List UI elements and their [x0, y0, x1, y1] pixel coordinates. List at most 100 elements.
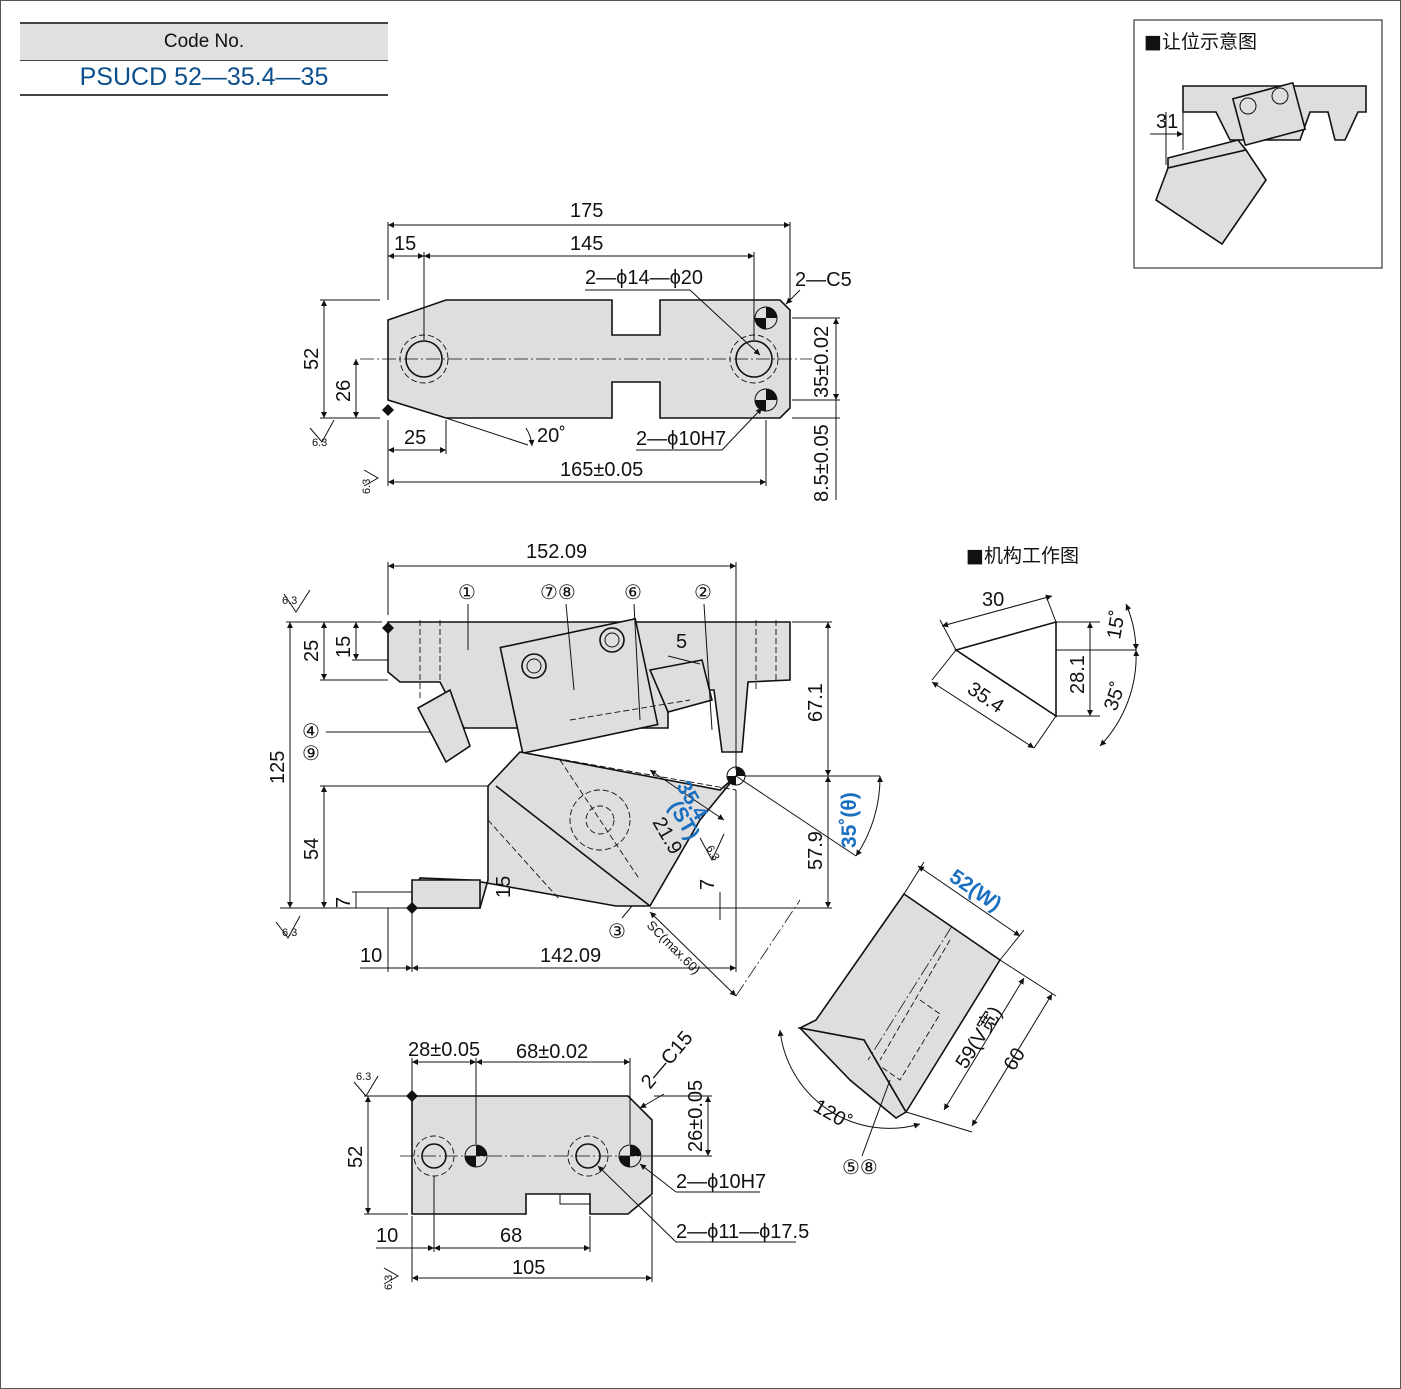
- rough-symbol-g: [383, 1267, 400, 1285]
- inset-title: ■让位示意图: [1144, 31, 1257, 53]
- bottom-hole-a: [421, 1143, 447, 1169]
- pin-mark-top: [755, 307, 777, 329]
- part-9: ⑨: [302, 743, 320, 765]
- top-holes1: 2—ϕ14—ϕ20: [585, 267, 703, 289]
- datum-mark-bottom: [406, 1090, 418, 1102]
- cam-hole-outer: [569, 789, 631, 851]
- pin-mark-bottom: [755, 389, 777, 411]
- angle-line-front: [735, 775, 857, 857]
- front-d14209: 142.09: [540, 945, 601, 967]
- angle-arc-front: [855, 775, 884, 857]
- bottom-view: 28±0.05 68±0.02 2—C15 26±0.05 52 2—ϕ10H7…: [345, 1027, 809, 1290]
- holder-hole-a-inner: [526, 658, 542, 674]
- dim-5: [667, 655, 701, 665]
- side-arc-120: [777, 1029, 921, 1129]
- rough-symbol-b: [363, 469, 380, 487]
- top-hole-right: [735, 340, 773, 378]
- dim-st: [649, 769, 725, 821]
- front-rough-e: 6.3: [282, 927, 297, 939]
- bottom-d52: 52: [345, 1146, 367, 1168]
- bottom-d26: 26±0.05: [685, 1080, 707, 1152]
- front-d671: 67.1: [805, 683, 827, 722]
- bottom-hole-b: [575, 1143, 601, 1169]
- top-d85: 8.5±0.05: [811, 424, 833, 502]
- top-d35: 35±0.02: [811, 326, 833, 398]
- top-angle: 20˚: [537, 425, 566, 447]
- holder-hole-b: [599, 627, 625, 653]
- mechanism-title: ■机构工作图: [966, 545, 1079, 567]
- bottom-d10: 10: [376, 1225, 398, 1247]
- side-d60: 60: [1000, 1044, 1030, 1075]
- mech-dim-30: [941, 594, 1053, 628]
- sc-centerline: [735, 899, 801, 997]
- inset-hole-b: [1271, 87, 1289, 105]
- cam-edge: [495, 785, 651, 907]
- bottom-plate: [411, 1095, 653, 1215]
- top-d15: 15: [394, 233, 416, 255]
- mech-d281: 28.1: [1067, 655, 1089, 694]
- leader-c: [785, 289, 801, 305]
- side-dim-w: [917, 865, 1021, 937]
- top-rough-b: 6.3: [361, 479, 373, 494]
- bottom-d68: 68: [500, 1225, 522, 1247]
- leader-bg: [597, 1165, 677, 1243]
- top-hole-left: [405, 340, 443, 378]
- rough-symbol-f: [353, 1075, 379, 1097]
- code-number-box: Code No. PSUCD 52—35.4—35: [20, 20, 388, 96]
- holder-hole-b-inner: [604, 632, 620, 648]
- clearance-inset: ■让位示意图 31: [1133, 19, 1383, 269]
- datum-mark-front-b: [406, 902, 418, 914]
- bottom-d105: 105: [512, 1257, 545, 1279]
- inset-dim: 31: [1156, 111, 1178, 133]
- front-d25: 25: [301, 640, 323, 662]
- mech-ext-b: [1045, 595, 1057, 623]
- bottom-rough-a: 6.3: [356, 1071, 371, 1083]
- top-d25: 25: [404, 427, 426, 449]
- cam-hidden-b: [569, 699, 691, 721]
- bottom-rough-b: 6.3: [383, 1275, 395, 1290]
- code-header: Code No.: [20, 22, 388, 61]
- bottom-d28: 28±0.05: [408, 1039, 480, 1061]
- front-base-left: [411, 879, 481, 909]
- part-5-slide: [648, 659, 713, 713]
- side-ext-d: [905, 1111, 973, 1133]
- mech-ext-d: [1033, 715, 1057, 749]
- inset-cam: [1155, 149, 1267, 246]
- bottom-cbore-b: [567, 1135, 609, 1177]
- leader-b: [689, 289, 761, 356]
- front-d125: 125: [267, 751, 289, 784]
- front-d54: 54: [301, 838, 323, 860]
- leader-be: [639, 1163, 677, 1193]
- side-ext-c: [999, 959, 1057, 997]
- rough-symbol-c: [699, 833, 725, 862]
- front-d5: 5: [676, 631, 687, 653]
- mech-d30: 30: [982, 589, 1004, 611]
- side-centerline: [867, 925, 953, 1061]
- datum-mark-front-a: [382, 622, 394, 634]
- dim-sc: [649, 911, 737, 997]
- leader-p78: [565, 603, 575, 691]
- top-d175: 175: [570, 200, 603, 222]
- front-d579: 57.9: [805, 831, 827, 870]
- leader-p6: [633, 603, 641, 721]
- rough-symbol-d: [283, 589, 311, 613]
- side-parts: ⑤⑧: [842, 1157, 878, 1179]
- front-d10: 10: [360, 945, 382, 967]
- side-dim-v: [943, 977, 1025, 1111]
- front-d7b: 7: [697, 879, 719, 890]
- part-4-9: [416, 688, 471, 764]
- part-1: ①: [458, 582, 476, 604]
- mech-d15: 15˚: [1103, 609, 1130, 641]
- front-angle: 35˚(θ): [838, 792, 861, 848]
- front-d7a: 7: [333, 897, 355, 908]
- side-hidden-a: [879, 939, 951, 1061]
- mechanism-diagram: ■机构工作图 30 35.4 28.1 15˚ 35˚: [931, 545, 1140, 749]
- top-view: 175 15 145 2—ϕ14—ϕ20 2—C5 52 26 35±0.02 …: [301, 200, 852, 502]
- bottom-pin-mark-b: [619, 1145, 641, 1167]
- top-rough-a: 6.3: [312, 437, 327, 449]
- side-view: 52(W) 60 59(V宽) 120˚ ⑤⑧: [777, 861, 1057, 1179]
- side-ext-a: [903, 861, 925, 895]
- datum-mark-top: [382, 404, 394, 416]
- top-chamfer: 2—C5: [795, 269, 852, 291]
- front-d15209: 152.09: [526, 541, 587, 563]
